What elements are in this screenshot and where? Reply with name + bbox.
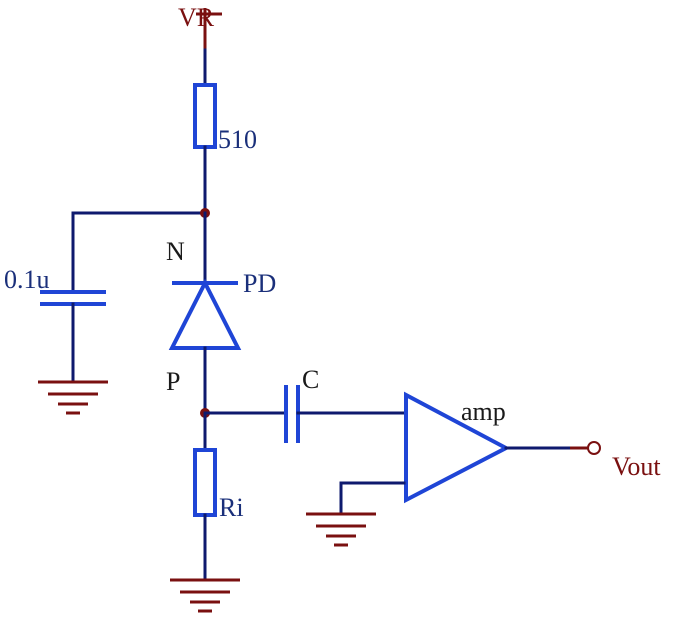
output-label: Vout	[612, 452, 661, 481]
output-terminal: Vout	[504, 441, 661, 481]
photodiode-label: PD	[243, 269, 276, 298]
ground-icon	[38, 380, 108, 415]
capacitor-bypass-label: 0.1u	[4, 265, 50, 294]
amplifier-label: amp	[461, 397, 506, 426]
supply-terminal: VR	[178, 3, 222, 50]
node-p-label: P	[166, 367, 180, 396]
ground-icon	[170, 578, 240, 613]
supply-label: VR	[178, 3, 215, 32]
node-n-wiring: N	[71, 208, 210, 294]
resistor-ri-label: Ri	[219, 493, 244, 522]
output-terminal-icon	[587, 441, 601, 455]
resistor-510: 510	[193, 48, 257, 215]
capacitor-coupling: C	[284, 365, 406, 443]
resistor-ri: Ri	[193, 411, 244, 582]
amplifier: amp	[339, 391, 511, 516]
node-p-wiring: P	[166, 367, 286, 418]
resistor-510-label: 510	[218, 125, 257, 154]
capacitor-bypass: 0.1u	[4, 265, 106, 384]
capacitor-coupling-label: C	[302, 365, 319, 394]
photodiode: PD	[168, 211, 276, 415]
node-n-label: N	[166, 237, 185, 266]
ground-icon	[306, 512, 376, 547]
